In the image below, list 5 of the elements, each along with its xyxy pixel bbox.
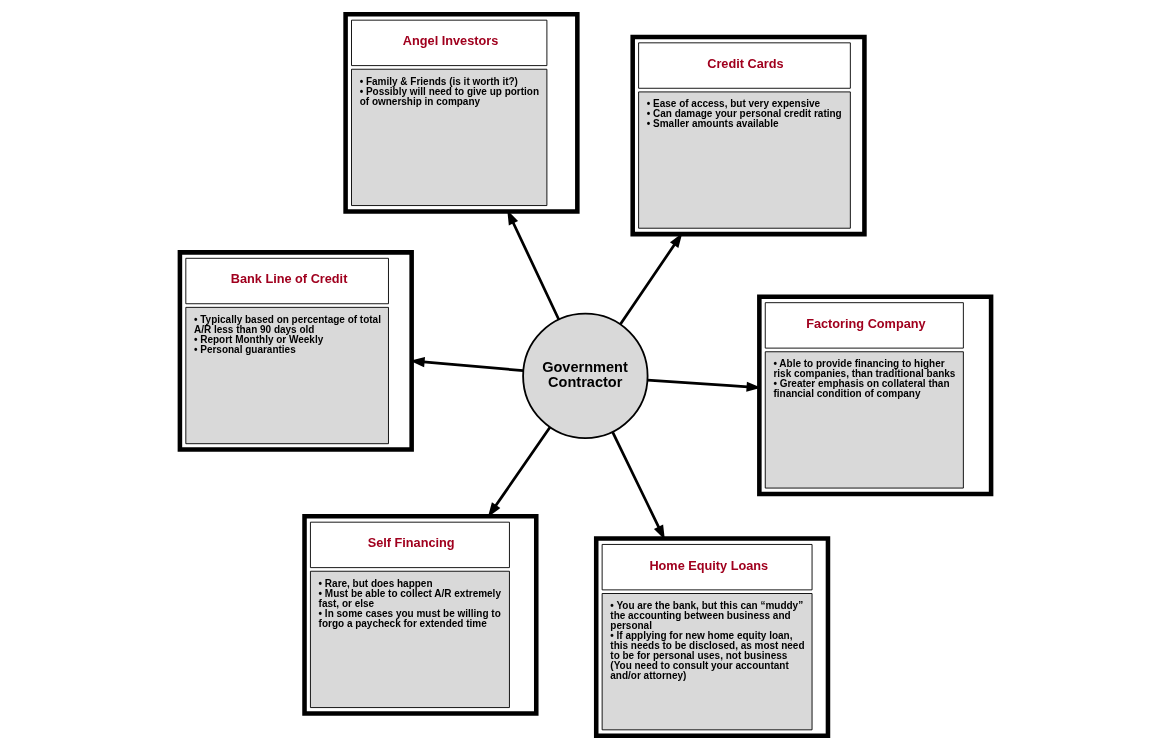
arrow <box>619 233 683 326</box>
arrow <box>611 431 665 540</box>
arrow <box>507 210 560 321</box>
arrow <box>410 357 524 372</box>
node-circle: Government Contractor <box>522 312 649 440</box>
